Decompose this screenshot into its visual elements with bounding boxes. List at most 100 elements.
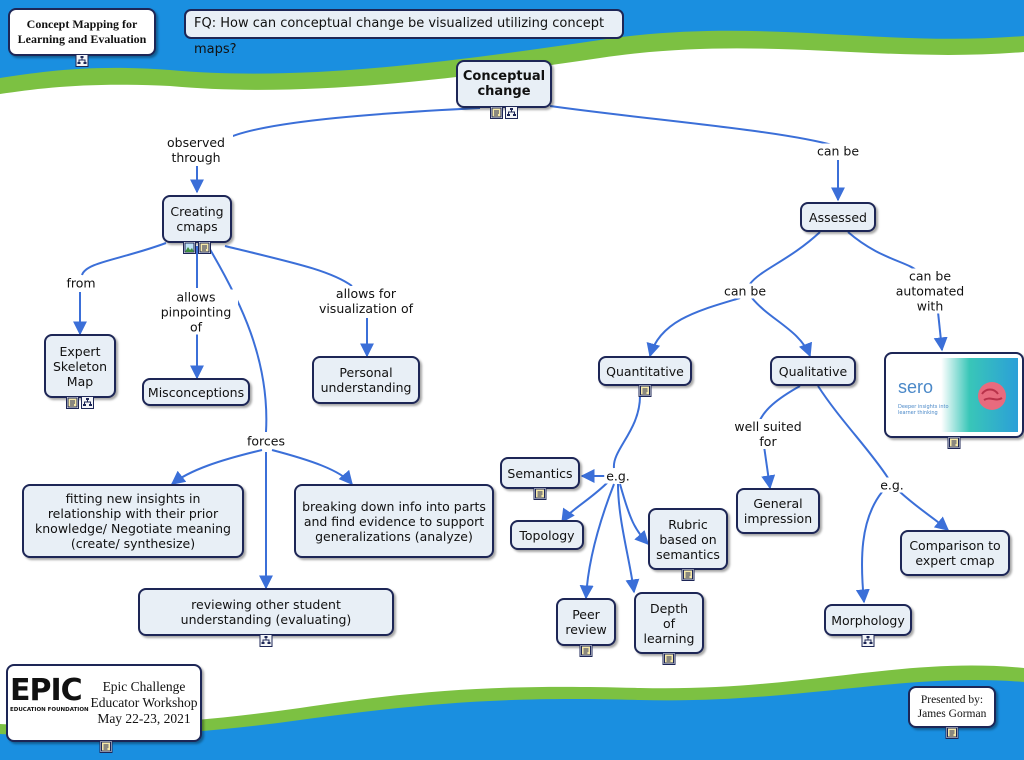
cmap-link-icon[interactable] — [861, 634, 875, 647]
link-allows-visualization: allows for visualization of — [309, 286, 423, 316]
node-breaking-down-info[interactable]: breaking down info into parts and find e… — [294, 484, 494, 558]
document-icon[interactable] — [579, 644, 593, 657]
document-icon[interactable] — [198, 241, 211, 254]
page-title: Concept Mapping for Learning and Evaluat… — [17, 17, 147, 46]
node-icons — [579, 644, 593, 657]
document-icon[interactable] — [490, 106, 503, 119]
node-label: Topology — [519, 527, 575, 543]
epic-logo-text: EPIC — [10, 673, 83, 708]
node-misconceptions[interactable]: Misconceptions — [142, 378, 250, 406]
event-line-2: Educator Workshop — [90, 695, 198, 710]
node-label: Rubric based on semantics — [656, 516, 720, 562]
node-icons — [183, 241, 211, 254]
node-label: Misconceptions — [147, 384, 245, 400]
presenter-box: Presented by: James Gorman — [908, 686, 996, 739]
node-label: reviewing other student understanding (e… — [180, 597, 352, 627]
node-label: Comparison to expert cmap — [909, 538, 1001, 568]
node-expert-skeleton-map[interactable]: Expert Skeleton Map — [44, 334, 116, 409]
node-label: Depth of learning — [643, 600, 695, 646]
event-line-1: Epic Challenge — [102, 679, 186, 694]
node-creating-cmaps[interactable]: Creating cmaps — [162, 195, 232, 254]
node-label: Morphology — [831, 612, 905, 628]
node-label: Expert Skeleton Map — [52, 343, 108, 389]
presented-by-label: Presented by: — [920, 694, 984, 706]
event-icons — [99, 740, 113, 753]
cmap-link-icon[interactable] — [75, 54, 89, 67]
node-icons — [947, 436, 961, 449]
presenter-text: Presented by: James Gorman — [918, 693, 987, 721]
title-box: Concept Mapping for Learning and Evaluat… — [8, 8, 156, 67]
link-can-be-assessed: can be — [814, 143, 862, 159]
node-qualitative[interactable]: Qualitative — [770, 356, 856, 386]
node-depth-of-learning[interactable]: Depth of learning — [634, 592, 704, 665]
sero-brand: sero — [898, 377, 934, 397]
link-well-suited-for: well suited for — [726, 419, 810, 449]
brain-icon — [978, 382, 1006, 410]
node-reviewing-other-student[interactable]: reviewing other student understanding (e… — [138, 588, 394, 647]
document-icon[interactable] — [533, 487, 547, 500]
presenter-name: James Gorman — [917, 708, 987, 720]
node-semantics[interactable]: Semantics — [500, 457, 580, 500]
node-topology[interactable]: Topology — [510, 520, 584, 550]
sero-thumbnail: sero Deeper insights into learner thinki… — [890, 358, 1018, 432]
cmap-link-icon[interactable] — [259, 634, 273, 647]
node-conceptual-change[interactable]: Conceptual change — [456, 60, 552, 119]
focus-question: FQ: How can conceptual change be visuali… — [184, 9, 624, 57]
node-general-impression[interactable]: General impression — [736, 488, 820, 534]
epic-logo-subtext: EDUCATION FOUNDATION — [10, 707, 89, 713]
link-from: from — [64, 275, 98, 291]
node-label: Peer review — [565, 607, 607, 637]
node-icons — [66, 396, 94, 409]
node-icons — [662, 652, 676, 665]
node-label: Semantics — [507, 465, 573, 481]
node-personal-understanding[interactable]: Personal understanding — [312, 356, 420, 404]
event-box: Epic Challenge Educator Workshop May 22-… — [6, 664, 202, 753]
bottom-wave — [0, 665, 1024, 760]
presenter-icons — [945, 726, 959, 739]
node-label: breaking down info into parts and find e… — [302, 498, 486, 544]
node-icons — [638, 384, 652, 397]
node-rubric[interactable]: Rubric based on semantics — [648, 508, 728, 581]
node-label: General impression — [743, 496, 813, 526]
link-eg-qualitative: e.g. — [878, 477, 906, 493]
node-sero-image[interactable]: sero Deeper insights into learner thinki… — [884, 352, 1024, 449]
node-icons — [259, 634, 273, 647]
link-allows-pinpointing: allows pinpointing of — [154, 289, 238, 335]
link-can-be-automated: can be automated with — [883, 268, 977, 314]
epic-logo: EPIC EDUCATION FOUNDATION — [10, 673, 89, 731]
cmap-link-icon[interactable] — [505, 106, 518, 119]
document-icon[interactable] — [638, 384, 652, 397]
image-icon[interactable] — [183, 241, 196, 254]
node-label: Assessed — [809, 209, 867, 225]
document-icon[interactable] — [947, 436, 961, 449]
link-can-be-types: can be — [721, 283, 769, 299]
node-fitting-new-insights[interactable]: fitting new insights in relationship wit… — [22, 484, 244, 558]
document-icon[interactable] — [66, 396, 79, 409]
cmap-link-icon[interactable] — [81, 396, 94, 409]
node-quantitative[interactable]: Quantitative — [598, 356, 692, 397]
document-icon[interactable] — [99, 740, 113, 753]
document-icon[interactable] — [662, 652, 676, 665]
node-label: Qualitative — [778, 363, 848, 379]
node-label: Creating cmaps — [170, 204, 224, 234]
node-comparison-expert-cmap[interactable]: Comparison to expert cmap — [900, 530, 1010, 576]
title-icons — [75, 54, 89, 67]
link-eg-quantitative: e.g. — [604, 468, 632, 484]
node-label: Conceptual change — [462, 69, 546, 99]
node-icons — [533, 487, 547, 500]
link-forces: forces — [245, 433, 287, 449]
link-observed-through: observed through — [159, 135, 233, 165]
sero-tagline: Deeper insights into learner thinking — [898, 404, 949, 416]
node-icons — [681, 568, 695, 581]
document-icon[interactable] — [681, 568, 695, 581]
event-text: Epic Challenge Educator Workshop May 22-… — [90, 679, 197, 727]
node-peer-review[interactable]: Peer review — [556, 598, 616, 657]
node-label: Quantitative — [606, 363, 684, 379]
node-morphology[interactable]: Morphology — [824, 604, 912, 647]
node-assessed[interactable]: Assessed — [800, 202, 876, 232]
document-icon[interactable] — [945, 726, 959, 739]
node-label: Personal understanding — [320, 365, 412, 395]
node-icons — [490, 106, 518, 119]
event-line-3: May 22-23, 2021 — [97, 711, 191, 726]
node-label: fitting new insights in relationship wit… — [35, 491, 231, 551]
